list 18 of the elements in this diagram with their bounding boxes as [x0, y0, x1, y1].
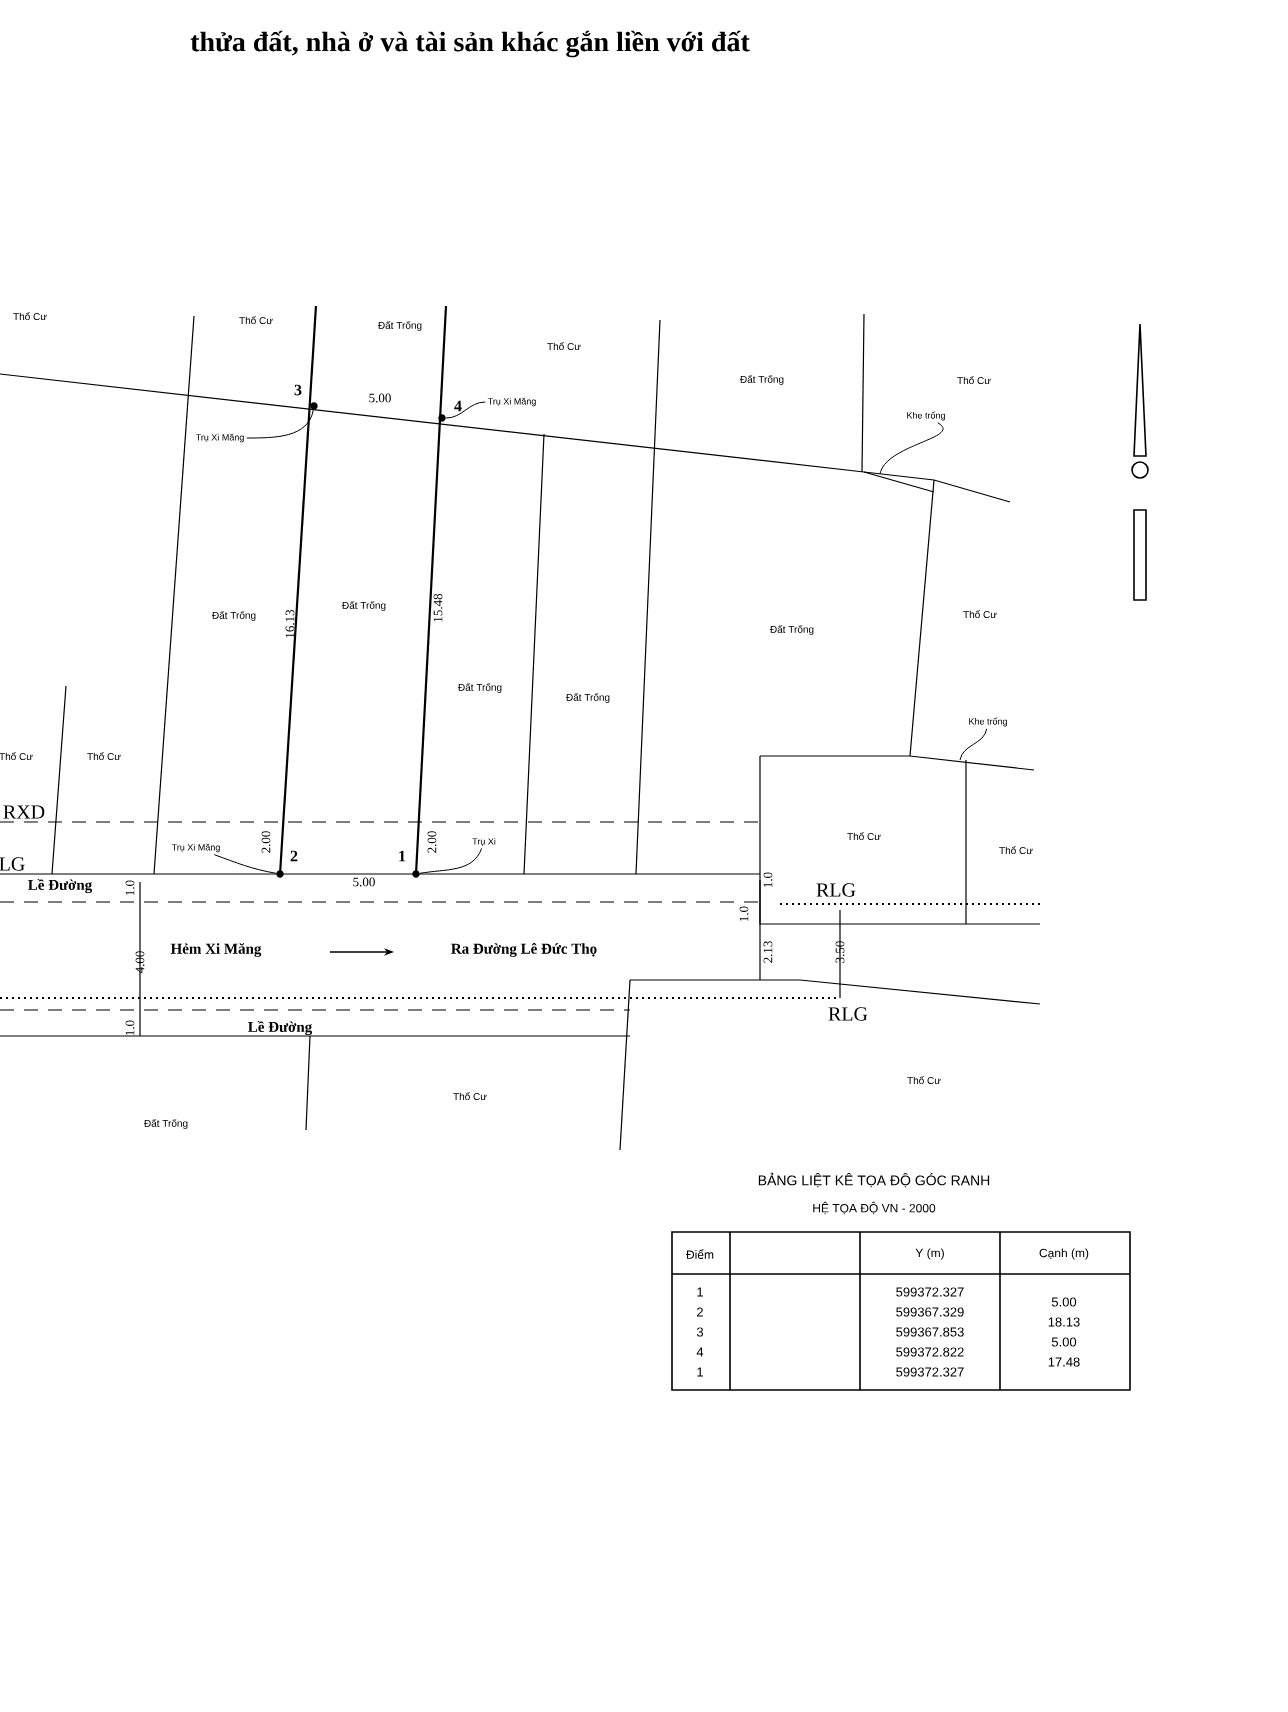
point-number: 2 [290, 850, 298, 862]
point-number: 4 [454, 400, 462, 412]
leader-line [445, 401, 486, 419]
boundary-code: RLG [816, 883, 856, 897]
boundary-code: RXD [3, 805, 45, 819]
leader-line [213, 854, 277, 874]
leader-line [959, 728, 988, 761]
survey-point [412, 870, 420, 878]
leader-line [246, 409, 314, 439]
survey-point [438, 414, 446, 422]
boundary-code: RLG [828, 1007, 868, 1021]
survey-point [276, 870, 284, 878]
leader-line [419, 847, 483, 874]
point-number: 1 [399, 850, 406, 862]
point-number: 3 [294, 384, 302, 396]
title: thửa đất, nhà ở và tài sản khác gắn liền với đất [190, 30, 750, 58]
survey-point [310, 402, 318, 410]
boundary-code: LG [0, 857, 25, 871]
